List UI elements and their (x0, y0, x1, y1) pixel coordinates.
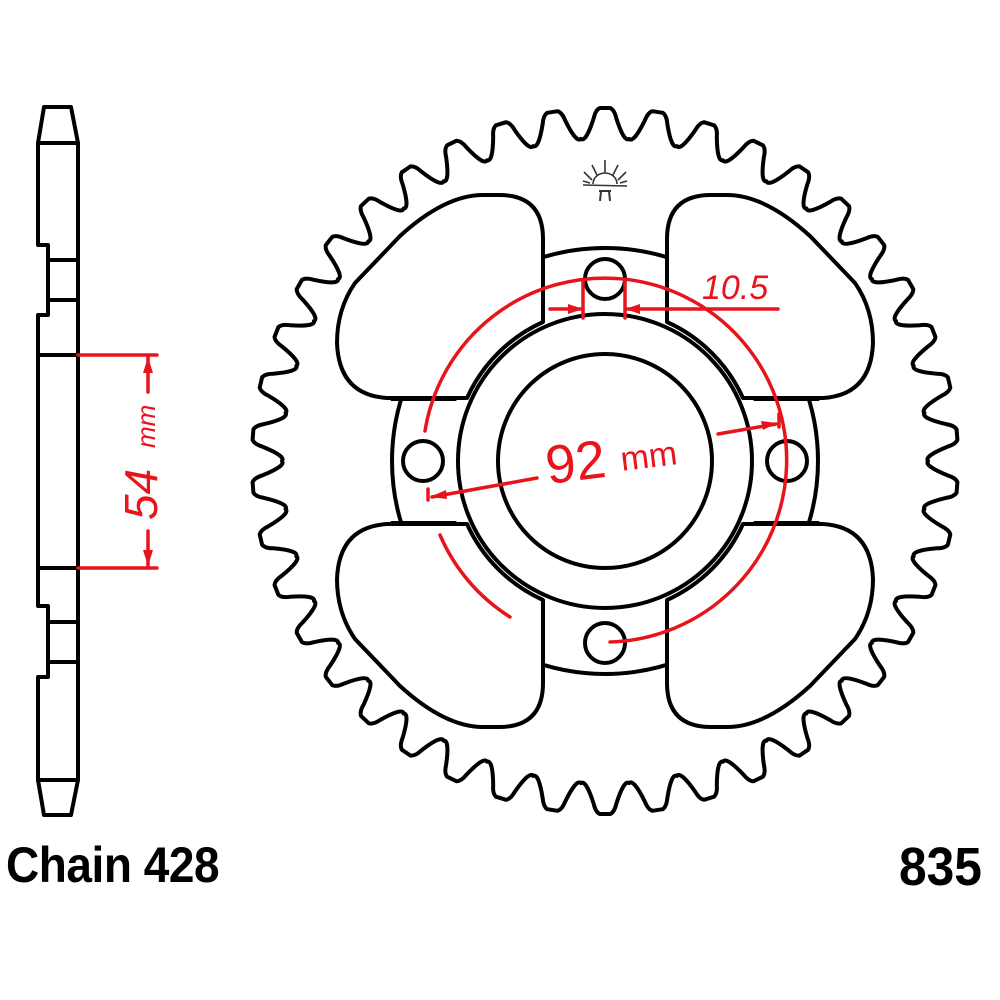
side-profile-section (36, 105, 80, 817)
bolt-hole-bottom (583, 621, 627, 665)
hub-ring (456, 312, 754, 610)
bolt-hole-left (401, 439, 445, 483)
cutout-top-left (335, 193, 545, 400)
profile-rim-upper-hatched (36, 141, 80, 262)
bolt-hole-diameter-value: 10.5 (702, 269, 768, 307)
profile-hub-upper-hatched (36, 298, 80, 357)
dimension-bolt-circle-92mm: 92 mm (423, 276, 789, 644)
profile-rim-lower-hatched (36, 660, 80, 782)
cutout-bottom-left (335, 522, 545, 729)
rising-sun-temple-logo-icon (582, 160, 628, 202)
hub-offset-unit: mm (131, 405, 161, 448)
sprocket-teeth-outline (250, 106, 960, 816)
sprocket-front-view (250, 106, 960, 816)
boss-outer-ring (390, 246, 820, 676)
profile-bolt-hole-lower (46, 620, 80, 664)
profile-hub-lower-hatched (36, 566, 80, 624)
bolt-circle-value: 92 (542, 429, 609, 496)
cutout-bottom-right (665, 522, 875, 729)
dimension-bolt-hole-10-5: 10.5 (548, 269, 780, 320)
profile-tooth-tip-top (36, 105, 80, 145)
dimension-54mm: 54 mm (76, 353, 167, 570)
chain-size-label: Chain 428 (6, 837, 220, 893)
profile-bolt-hole-upper (46, 258, 80, 302)
profile-tooth-tip-bottom (36, 778, 80, 817)
profile-bore (36, 353, 80, 570)
center-bore (496, 352, 714, 570)
bolt-circle-unit: mm (618, 434, 679, 479)
hub-offset-value: 54 (115, 469, 167, 520)
part-number-label: 835 (899, 837, 982, 897)
cutout-top-right (665, 193, 875, 400)
lightening-cutouts (335, 193, 875, 729)
